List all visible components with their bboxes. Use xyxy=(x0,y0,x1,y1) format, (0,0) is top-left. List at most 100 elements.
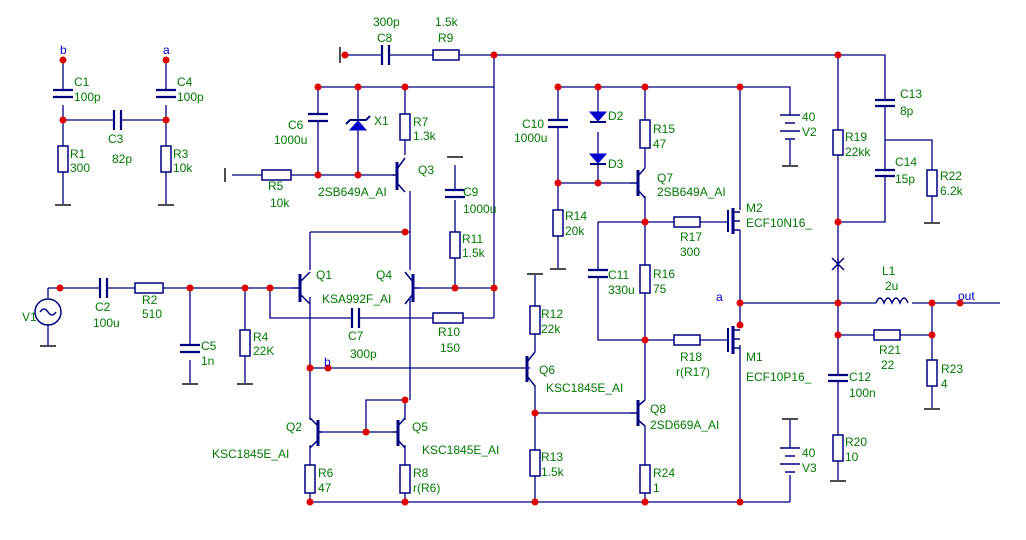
c3-ref: C3 xyxy=(108,132,124,146)
node-out-label: out xyxy=(958,289,975,303)
x1-ref: X1 xyxy=(374,114,389,128)
r12-value: 22k xyxy=(541,322,561,336)
d3-ref: D3 xyxy=(608,157,624,171)
q1-ref: Q1 xyxy=(316,268,332,282)
c11-ref: C11 xyxy=(608,268,629,282)
r1-value: 300 xyxy=(70,161,90,175)
d2-ref: D2 xyxy=(608,109,624,123)
c13-ref: C13 xyxy=(900,87,922,101)
q7-model: 2SB649A_AI xyxy=(657,185,726,199)
r2-ref: R2 xyxy=(142,293,158,307)
r9-ref: R9 xyxy=(438,31,454,45)
r13-value: 1.5k xyxy=(541,465,565,479)
v2-value: 40 xyxy=(802,110,816,124)
transistors xyxy=(292,157,740,449)
v3-value: 40 xyxy=(802,446,816,460)
m1-model: ECF10P16_ xyxy=(746,370,812,384)
junction-dots xyxy=(56,51,964,506)
r17-ref: R17 xyxy=(680,230,702,244)
v2-ref: V2 xyxy=(802,125,817,139)
v3-ref: V3 xyxy=(802,461,817,475)
r22-value: 6.2k xyxy=(940,184,964,198)
capacitor-plates xyxy=(53,45,895,383)
r14-value: 20k xyxy=(565,224,585,238)
r11-ref: R11 xyxy=(462,232,483,246)
diodes xyxy=(345,111,608,165)
c4-value: 100p xyxy=(177,90,204,104)
c6-value: 1000u xyxy=(274,133,307,147)
component-labels: b a b a out C1 100p C4 100p C3 82p R1 30… xyxy=(22,15,975,495)
q2-ref: Q2 xyxy=(286,420,302,434)
q6-ref: Q6 xyxy=(539,363,555,377)
c8-value: 300p xyxy=(373,15,400,29)
r3-value: 10k xyxy=(173,161,193,175)
r24-ref: R24 xyxy=(653,466,675,480)
c9-ref: C9 xyxy=(463,185,479,199)
c10-value: 1000u xyxy=(514,131,547,145)
c6-ref: C6 xyxy=(288,118,304,132)
q3-ref: Q3 xyxy=(418,163,434,177)
c14-value: 15p xyxy=(895,172,915,186)
r4-ref: R4 xyxy=(253,330,269,344)
wires xyxy=(47,54,1000,503)
c2-ref: C2 xyxy=(95,300,111,314)
r6-value: 47 xyxy=(318,481,332,495)
r16-value: 75 xyxy=(653,282,667,296)
r8-value: r(R6) xyxy=(413,481,440,495)
r18-value: r(R17) xyxy=(676,365,710,379)
l1-ref: L1 xyxy=(882,264,896,278)
c2-value: 100u xyxy=(93,316,120,330)
r16-ref: R16 xyxy=(653,267,675,281)
r20-ref: R20 xyxy=(845,435,867,449)
node-a-label: a xyxy=(163,43,170,57)
r23-ref: R23 xyxy=(941,362,963,376)
m2-ref: M2 xyxy=(746,201,763,215)
r19-value: 22kk xyxy=(845,145,871,159)
r23-value: 4 xyxy=(941,377,948,391)
node-a-label-2: a xyxy=(716,290,723,304)
q4-model: KSA992F_AI xyxy=(322,292,391,306)
r22-ref: R22 xyxy=(940,169,962,183)
r11-value: 1.5k xyxy=(462,246,486,260)
r20-value: 10 xyxy=(845,450,859,464)
r18-ref: R18 xyxy=(680,350,702,364)
resistor-bodies xyxy=(57,49,938,494)
r5-value: 10k xyxy=(270,196,290,210)
c9-value: 1000u xyxy=(463,202,496,216)
r21-ref: R21 xyxy=(879,343,901,357)
node-b-label: b xyxy=(60,43,67,57)
r6-ref: R6 xyxy=(318,466,334,480)
c3-value: 82p xyxy=(112,152,132,166)
r12-ref: R12 xyxy=(541,307,563,321)
q5-ref: Q5 xyxy=(412,420,428,434)
r14-ref: R14 xyxy=(565,209,587,223)
r13-ref: R13 xyxy=(541,450,563,464)
r15-ref: R15 xyxy=(653,122,675,136)
r24-value: 1 xyxy=(653,481,660,495)
l1-value: 2u xyxy=(885,279,898,293)
r2-value: 510 xyxy=(142,307,162,321)
r1-ref: R1 xyxy=(70,147,86,161)
q3-model: 2SB649A_AI xyxy=(318,185,387,199)
c5-value: 1n xyxy=(201,354,214,368)
q2-model: KSC1845E_AI xyxy=(212,447,289,461)
c7-value: 300p xyxy=(350,347,377,361)
c1-value: 100p xyxy=(74,90,101,104)
r10-value: 150 xyxy=(440,341,460,355)
c12-value: 100n xyxy=(849,386,876,400)
c4-ref: C4 xyxy=(177,75,193,89)
q8-ref: Q8 xyxy=(650,402,666,416)
c1-ref: C1 xyxy=(74,75,90,89)
c12-ref: C12 xyxy=(849,370,871,384)
v1-ref: V1 xyxy=(22,310,37,324)
c8-ref: C8 xyxy=(377,31,393,45)
r10-ref: R10 xyxy=(438,325,460,339)
r3-ref: R3 xyxy=(173,147,189,161)
m2-model: ECF10N16_ xyxy=(746,216,812,230)
m1-ref: M1 xyxy=(746,350,763,364)
c5-ref: C5 xyxy=(201,339,217,353)
r4-value: 22K xyxy=(253,344,274,358)
r21-value: 22 xyxy=(881,358,895,372)
q6-model: KSC1845E_AI xyxy=(546,381,623,395)
